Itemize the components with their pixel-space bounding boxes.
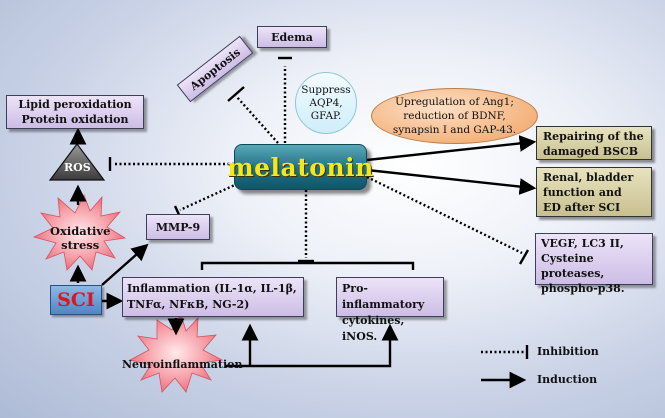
mmp9-label: MMP-9 (155, 220, 201, 234)
renal-line-3: ED after SCI (543, 201, 621, 214)
proinflammatory-box: Pro-inflammatory cytokines, iNOS. (336, 277, 444, 343)
inflammation-box: Inflammation (IL-1α, IL-1β, TNFα, NFκB, … (122, 277, 304, 317)
edema-box: Edema (257, 26, 327, 48)
upregulation-line-2: reduction of BDNF, (403, 110, 506, 122)
ros-triangle (48, 143, 106, 181)
upregulation-ellipse: Upregulation of Ang1; reduction of BDNF,… (371, 88, 538, 144)
oxidative-line-2: stress (61, 238, 100, 252)
neuroinflammation-label: Neuroinflammation (122, 358, 243, 371)
ros-label: ROS (64, 161, 91, 174)
proinflammatory-line-1: Pro-inflammatory (342, 282, 425, 311)
renal-box: Renal, bladder function and ED after SCI (536, 167, 652, 217)
suppress-line-1: Suppress (301, 83, 351, 96)
mmp9-box: MMP-9 (146, 214, 210, 240)
legend-inhibition-label: Inhibition (537, 345, 599, 358)
suppress-circle: Suppress AQP4, GFAP. (295, 72, 357, 134)
inflammation-line-2: TNFα, NFκB, NG-2) (127, 298, 250, 311)
upregulation-line-1: Upregulation of Ang1; (395, 96, 514, 108)
sci-box: SCI (50, 285, 102, 315)
lipid-line-1: Lipid peroxidation (18, 98, 132, 111)
repairing-box: Repairing of the damaged BSCB (536, 126, 652, 160)
repairing-line-2: damaged BSCB (543, 145, 639, 158)
proinflammatory-line-2: cytokines, iNOS. (342, 314, 405, 343)
sci-label: SCI (57, 289, 95, 311)
suppress-line-3: GFAP. (310, 109, 342, 122)
vegf-line-3: phospho-p38. (541, 282, 625, 295)
oxidative-line-1: Oxidative (50, 224, 111, 238)
renal-line-2: function and (543, 186, 622, 199)
oxidative-stress-burst (32, 194, 127, 271)
suppress-line-2: AQP4, (309, 96, 343, 109)
lipid-line-2: Protein oxidation (21, 113, 129, 126)
inflammation-line-1: Inflammation (IL-1α, IL-1β, (127, 282, 297, 295)
melatonin-node: melatonin (227, 144, 373, 190)
renal-line-1: Renal, bladder (543, 171, 634, 184)
repairing-line-1: Repairing of the (543, 130, 644, 143)
melatonin-label: melatonin (227, 152, 374, 182)
upregulation-line-3: synapsin I and GAP-43. (392, 124, 517, 136)
vegf-line-2: Cysteine proteases, (541, 252, 605, 280)
oxidative-stress-label: Oxidative stress (50, 224, 110, 252)
vegf-box: VEGF, LC3 II, Cysteine proteases, phosph… (535, 233, 653, 295)
lipid-peroxidation-box: Lipid peroxidation Protein oxidation (6, 95, 144, 129)
edema-label: Edema (271, 30, 313, 44)
legend-induction-label: Induction (537, 373, 598, 386)
neuroinflammation-burst (128, 312, 224, 393)
vegf-line-1: VEGF, LC3 II, (541, 237, 624, 250)
